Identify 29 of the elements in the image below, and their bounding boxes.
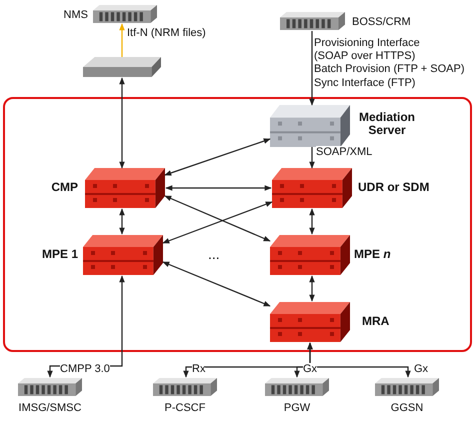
server-label: GGSN bbox=[390, 402, 424, 415]
server-label: IMSG/SMSC bbox=[18, 402, 82, 415]
connector-arrow bbox=[309, 147, 315, 169]
connector-arrow bbox=[309, 31, 315, 106]
server-label: MRA bbox=[362, 315, 390, 328]
server-label: BOSS/CRM bbox=[352, 16, 412, 29]
server-label: P-CSCF bbox=[164, 402, 206, 415]
interface-note: Sync Interface (FTP) bbox=[314, 77, 416, 90]
connector-arrow bbox=[309, 275, 315, 302]
server-label: MPE n bbox=[354, 248, 392, 261]
connector-arrow bbox=[165, 185, 272, 191]
interface-note: Batch Provision (FTP + SOAP) bbox=[314, 63, 464, 76]
connector-arrow bbox=[119, 23, 125, 57]
connector-arrow bbox=[119, 208, 125, 235]
server-label: PGW bbox=[282, 402, 312, 415]
server-label: UDR or SDM bbox=[358, 181, 430, 194]
system-frame bbox=[3, 97, 472, 352]
connector-arrow bbox=[164, 138, 271, 176]
connector-arrow bbox=[309, 208, 315, 235]
edge-label: Itf-N (NRM files) bbox=[127, 27, 206, 40]
server-label: CMP bbox=[50, 181, 78, 194]
server-label: Mediation Server bbox=[358, 111, 416, 137]
server-label: NMS bbox=[62, 9, 88, 22]
connector-arrow bbox=[162, 201, 273, 244]
connector-arrow bbox=[307, 342, 411, 378]
connector-arrow bbox=[164, 195, 271, 242]
server-label: MPE 1 bbox=[40, 248, 78, 261]
connector-arrow bbox=[119, 77, 125, 169]
connector-arrow bbox=[162, 261, 271, 307]
